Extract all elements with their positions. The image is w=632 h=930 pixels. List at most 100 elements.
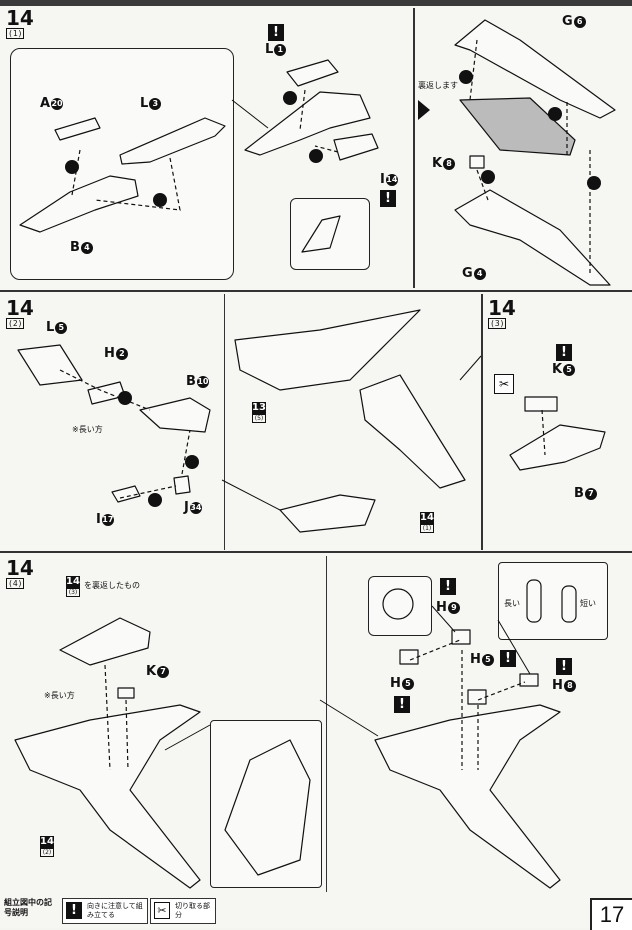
ref-tag-14-1: 14(1) xyxy=(420,512,434,533)
numbered-arrow-icon xyxy=(283,91,297,105)
label-b10: B10 xyxy=(186,374,209,389)
label-j34: J34 xyxy=(184,500,202,515)
numbered-arrow-icon xyxy=(309,149,323,163)
part-bottom-shell xyxy=(279,494,376,533)
part-h8 xyxy=(519,673,539,687)
legend-title: 組立図中の記号説明 xyxy=(4,898,52,917)
note-reverse-use: を裏返したもの xyxy=(84,581,140,590)
inset-panel-length xyxy=(498,562,608,640)
ref-tag-14-2: 14(2) xyxy=(40,836,54,857)
top-border xyxy=(0,0,632,6)
exclamation-icon: ! xyxy=(440,578,456,595)
part-g6 xyxy=(454,19,616,119)
part-h5-right xyxy=(467,689,487,705)
part-wing-assembly-2 xyxy=(359,374,466,489)
exclamation-icon: ! xyxy=(380,190,396,207)
exclamation-icon: ! xyxy=(500,650,516,667)
part-assembled-1 xyxy=(244,91,371,156)
part-b10 xyxy=(139,397,211,433)
divider-v2 xyxy=(224,294,225,550)
part-l5 xyxy=(17,344,83,386)
step-14-1-number: 14 xyxy=(6,6,34,30)
step-14-4-number: 14 xyxy=(6,556,34,580)
divider-v3 xyxy=(481,294,483,550)
step-14-2-number: 14 xyxy=(6,296,34,320)
note-long-label: 長い xyxy=(504,599,520,608)
part-detail-small xyxy=(301,215,341,253)
label-a20: A20 xyxy=(40,96,64,111)
part-b4 xyxy=(19,175,139,233)
legend-warn-text: 向きに注意して組み立てる xyxy=(87,902,143,919)
part-g4 xyxy=(454,189,611,286)
label-i14: I14 xyxy=(380,172,398,187)
note-flip: 裏返します xyxy=(418,81,458,90)
note-long-2: ※長い方 xyxy=(44,691,75,700)
ref-tag-14-3: 14(3) xyxy=(66,576,80,597)
numbered-arrow-icon xyxy=(118,391,132,405)
note-long-1: ※長い方 xyxy=(72,425,103,434)
part-l1 xyxy=(286,59,339,87)
numbered-arrow-icon xyxy=(65,160,79,174)
nipper-icon: ✂ xyxy=(154,902,170,919)
part-h9 xyxy=(451,629,471,645)
legend-cut-text: 切り取る部分 xyxy=(175,902,210,919)
ref-tag-13-5: 13(5) xyxy=(252,402,266,423)
note-short-label: 短い xyxy=(580,599,596,608)
numbered-arrow-icon xyxy=(148,493,162,507)
exclamation-icon: ! xyxy=(268,24,284,41)
part-k8 xyxy=(469,155,485,169)
length-long-piece xyxy=(526,579,542,623)
exclamation-icon: ! xyxy=(556,344,572,361)
legend-cut: ✂ 切り取る部分 xyxy=(150,898,216,924)
part-a20 xyxy=(54,117,101,141)
numbered-arrow-icon xyxy=(459,70,473,84)
numbered-arrow-icon xyxy=(481,170,495,184)
divider-v1 xyxy=(413,8,415,288)
part-j34 xyxy=(173,475,191,495)
nipper-icon: ✂ xyxy=(494,374,514,394)
part-final-right xyxy=(374,704,561,889)
part-i14 xyxy=(333,133,379,161)
divider-v4 xyxy=(326,556,327,892)
part-l3 xyxy=(119,117,226,165)
part-wing-assembly xyxy=(234,309,421,391)
arrow-right-icon xyxy=(418,100,430,120)
part-k5 xyxy=(524,396,558,412)
exclamation-icon: ! xyxy=(556,658,572,675)
numbered-arrow-icon xyxy=(548,107,562,121)
part-i17 xyxy=(111,485,141,503)
numbered-arrow-icon xyxy=(185,455,199,469)
part-b7 xyxy=(509,424,606,471)
numbered-arrow-icon xyxy=(587,176,601,190)
sticker-circle xyxy=(382,588,414,620)
exclamation-icon: ! xyxy=(66,902,82,919)
part-k7 xyxy=(117,687,135,699)
legend-warn: ! 向きに注意して組み立てる xyxy=(62,898,148,924)
symbol-legend: 組立図中の記号説明 ! 向きに注意して組み立てる ✂ 切り取る部分 xyxy=(0,894,632,928)
divider-top xyxy=(0,290,632,292)
step-14-4-sub: (4) xyxy=(6,578,25,589)
step-14-2-sub: (2) xyxy=(6,318,25,329)
part-final-left xyxy=(14,704,201,889)
step-14-3-number: 14 xyxy=(488,296,516,320)
part-h5-left xyxy=(399,649,419,665)
part-detail-drawing xyxy=(224,739,311,876)
length-short-piece xyxy=(561,585,577,623)
